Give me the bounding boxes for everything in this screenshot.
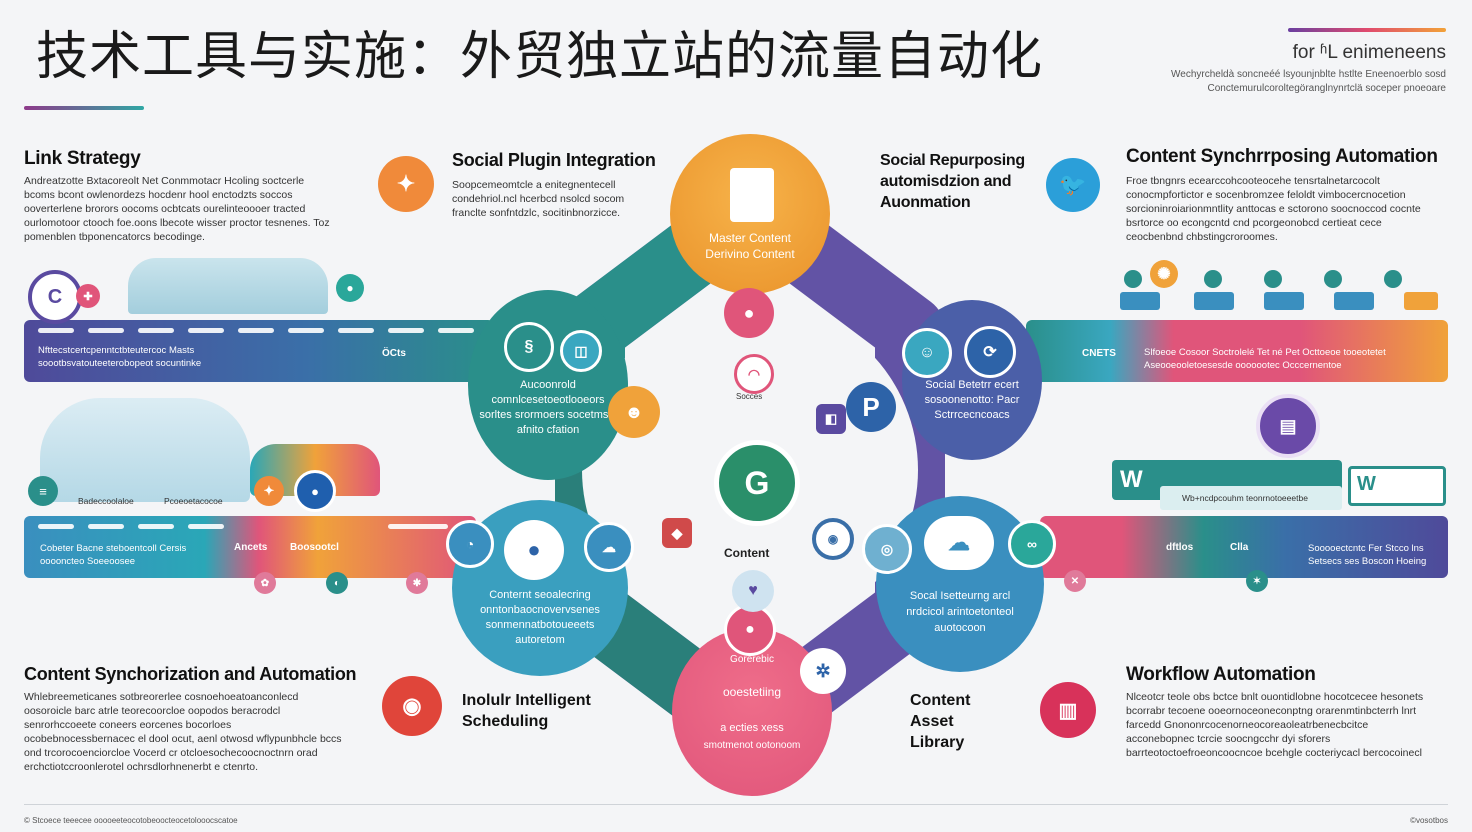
lightbulb-icon: ✺ (1150, 260, 1178, 288)
spiral-icon: ◎ (862, 524, 912, 574)
banner-ribbon: Wb+ncdpcouhm teonrnotoeeetbe (1160, 486, 1342, 510)
twitter-bird-icon: 🐦 (1046, 158, 1100, 212)
smile-icon: ☺ (902, 328, 952, 378)
content-sync-bottom-title: Content Synchorization and Automation (24, 664, 357, 684)
sync-cycle-icon[interactable]: G (714, 440, 800, 526)
top-left-band-text: Nfttecstcertcpenntctbteutercoc Masts soo… (38, 345, 202, 369)
content-sync-bottom-body: Whlebreemeticanes sotbreorerlee cosnoeho… (24, 691, 342, 773)
app-window-icon: ▤ (1256, 394, 1320, 458)
chat-bubble-icon: ● (336, 274, 364, 302)
cloud-hills-illustration (40, 398, 250, 502)
small-leaf-icon: ◐ (326, 572, 348, 594)
workflow-title: Workflow Automation (1126, 664, 1316, 685)
puzzle-piece-icon: ◧ (816, 404, 846, 434)
pinterest-p-icon: P (846, 382, 896, 432)
target-icon: ◉ (812, 518, 854, 560)
top-right-rule (1288, 28, 1446, 32)
heart-check-icon: ♥ (732, 570, 774, 612)
social-loop-icon: ◠ (734, 354, 774, 394)
illustration-label-a: Badeccoolaloe (78, 496, 134, 506)
content-generating-label-b: ooestetiing (722, 685, 782, 699)
page-title: 技术工具与实施：外贸独立站的流量自动化 (36, 27, 1044, 87)
wordpress-icon: W (1357, 473, 1376, 495)
small-flower-icon: ✿ (254, 572, 276, 594)
middle-right-band-tag2: dftlos (1166, 542, 1194, 553)
social-repurposing-title: Social Repurposing automisdzion and Auon… (880, 152, 1025, 211)
document-icon: ≡ (28, 476, 58, 506)
chat-icon: ◫ (560, 330, 602, 372)
w-logo-icon: W (1120, 466, 1143, 493)
social-plugin-title: Social Plugin Integration (452, 150, 656, 170)
wp-card: W (1348, 466, 1446, 506)
top-right-caption: for ʱL enimeneens (1292, 42, 1446, 63)
document-page-icon (730, 168, 774, 222)
puzzle-icon: ✦ (378, 156, 434, 212)
link-strategy-body: Andreatzotte Bxtacoreolt Net Conmmotacr … (24, 175, 330, 243)
content-generating-label-a: Gorerebic (730, 654, 774, 665)
title-underline (24, 106, 144, 110)
share-icon: ✦ (254, 476, 284, 506)
middle-right-band-tag: Clla (1230, 542, 1249, 553)
illustration-label-b: Pcoeoetacocoe (164, 496, 223, 506)
content-sync-top-body: Froe tbngnrs ecearccohcooteocehe tensrta… (1126, 175, 1421, 243)
link-chain-icon: C (28, 270, 82, 324)
content-generating-label-c: a ecties xess (720, 722, 784, 734)
cloud-group-icon: ☁ (924, 516, 994, 570)
top-left-band-tag: ÖCts (382, 348, 406, 359)
content-scheduling-label: Conternt seoalecring onntonbaocnovervsen… (480, 589, 600, 646)
network-icon: ✲ (800, 648, 846, 694)
banner-ribbon-text: Wb+ncdpcouhm teonrnotoeeetbe (1182, 493, 1308, 503)
middle-right-band-text: Sooooectcntc Fer Stcco lns Setsecs ses B… (1308, 543, 1427, 567)
team-icon: ● (724, 604, 776, 656)
intelligent-scheduling-label: Inolulr Intelligent Scheduling (462, 692, 591, 730)
top-left-band: Nfttecstcertcpenntctbteutercoc Masts soo… (24, 320, 494, 382)
social-listening-label: Socal Isetteurng arcl nrdcicol arintoeto… (906, 590, 1014, 634)
content-center-label: Content (724, 546, 770, 560)
social-small-label: Socces (736, 392, 763, 401)
middle-right-band: dftlos Clla Sooooectcntc Fer Stcco lns S… (1040, 516, 1448, 578)
top-right-band-tag: CNETS (1082, 348, 1116, 359)
people-icon: ● (724, 288, 774, 338)
cloud-icon: ☁ (584, 522, 634, 572)
master-content-node[interactable]: Master Content Derivino Content (670, 134, 830, 294)
footer-left-text: © Stcoece teeecee ooooeeteocotobeoocteoc… (24, 816, 238, 825)
middle-left-band-text: Cobeter Bacne steboentcoll Cersis oooonc… (40, 543, 187, 567)
clock-icon: ◉ (382, 676, 442, 736)
automated-content-label: Aucoonrold comnlcesetoeotlooeors sorltes… (479, 379, 617, 436)
content-sync-top-title: Content Synchrrposing Automation (1126, 146, 1438, 167)
user-icon: ● (294, 470, 336, 512)
refresh-icon: ⟳ (964, 326, 1016, 378)
user-group-icon: ● (504, 520, 564, 580)
code-icon: § (504, 322, 554, 372)
middle-left-band: Cobeter Bacne steboentcoll Cersis oooonc… (24, 516, 476, 578)
top-right-subtext: Wechyrcheldà soncneéé lsyounjnblte hstlt… (1171, 69, 1446, 94)
link-icon: ∞ (1008, 520, 1056, 568)
heart-icon: ✚ (76, 284, 100, 308)
sad-face-icon: ◔ (446, 520, 494, 568)
middle-left-band-tag2: Boosootcl (290, 542, 339, 553)
arch-illustration (128, 258, 328, 314)
social-betterr-label: Social Betetrr ecert sosoonenotto: Pacr … (924, 379, 1020, 421)
footer-right-text: ©vosotbos (1410, 816, 1448, 825)
shield-icon: ◆ (662, 518, 692, 548)
social-plugin-body: Soopcemeomtcle a enitegnentecell condehr… (452, 179, 625, 219)
top-right-band-text: Slfoeoe Cosoor Soctrolelé Tet né Pet Oct… (1144, 347, 1386, 371)
face-icon: ☻ (608, 386, 660, 438)
footer-divider (24, 804, 1448, 805)
top-right-band: CNETS Slfoeoe Cosoor Soctrolelé Tet né P… (1026, 320, 1448, 382)
small-tool-icon: ✶ (1246, 570, 1268, 592)
middle-left-band-tag: Ancets (234, 542, 268, 553)
workflow-body: Nlceotcr teole obs bctce bnlt ouontidlob… (1126, 691, 1424, 762)
automated-content-node[interactable]: Aucoonrold comnlcesetoeotlooeors sorltes… (468, 290, 628, 480)
small-star-icon: ✱ (406, 572, 428, 594)
content-asset-library-label: Content Asset Library (910, 692, 971, 751)
master-content-label: Master Content Derivino Content (705, 231, 795, 261)
small-bird-icon: ✕ (1064, 570, 1086, 592)
link-strategy-title: Link Strategy (24, 148, 141, 169)
people-row-illustration: ✺ (1114, 260, 1444, 312)
content-generating-label-d: smotmenot ootonoom (703, 740, 801, 751)
social-betterr-node[interactable]: Social Betetrr ecert sosoonenotto: Pacr … (902, 300, 1042, 460)
workflow-graph-icon: ▥ (1040, 682, 1096, 738)
